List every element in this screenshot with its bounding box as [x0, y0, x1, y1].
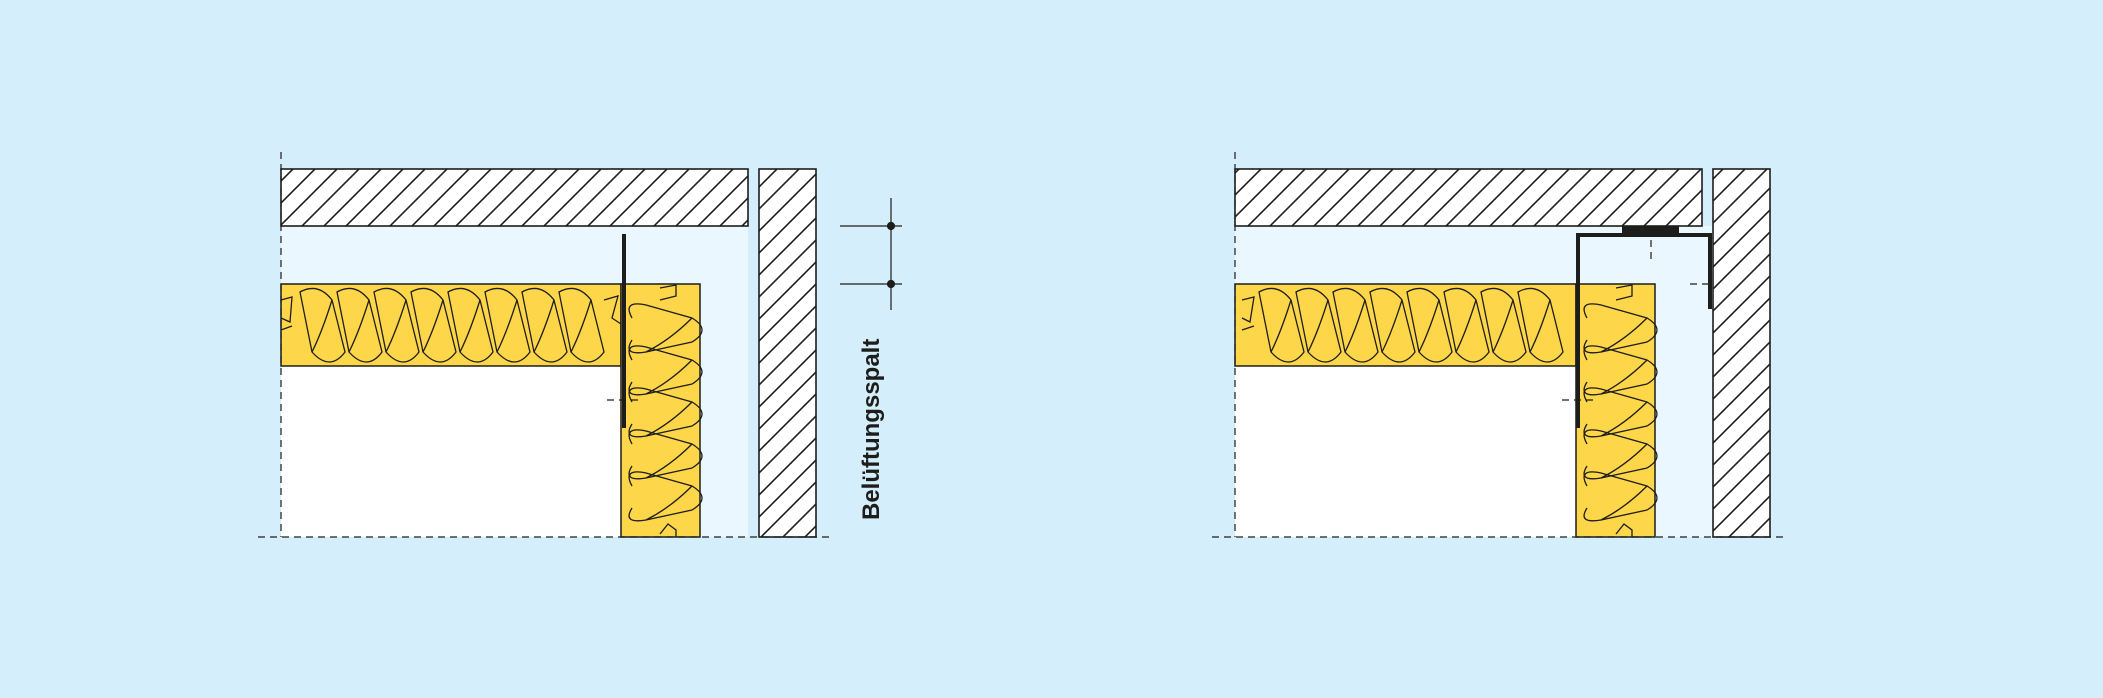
guide-lines	[1212, 152, 1788, 538]
insulation-horizontal	[280, 283, 622, 367]
insulation-vertical	[620, 283, 701, 538]
guide-lines	[258, 152, 834, 538]
interior-space	[281, 366, 622, 537]
insulation-fibre-pattern	[280, 287, 622, 363]
insulation-fibre-pattern	[1241, 287, 1564, 363]
roof-slab-top	[1234, 168, 1703, 227]
roof-slab-top	[280, 168, 749, 227]
gap-dimension	[840, 198, 902, 310]
gap-label: Belüftungsspalt	[858, 339, 885, 520]
interior-space	[1235, 366, 1576, 537]
panel-right	[1212, 152, 1788, 538]
profile-adhesive-strip	[1622, 226, 1679, 235]
panel-left: Belüftungsspalt	[258, 152, 902, 538]
outer-wall	[1712, 168, 1771, 538]
insulation-fibre-pattern-vertical	[1583, 284, 1658, 537]
outer-wall	[758, 168, 817, 538]
insulation-fibre-pattern-vertical	[628, 284, 703, 537]
